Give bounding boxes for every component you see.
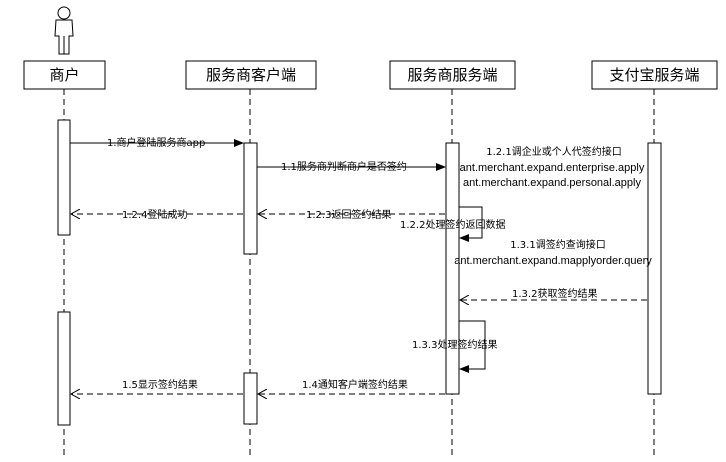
activation-alipay bbox=[647, 142, 662, 395]
person-icon bbox=[54, 6, 74, 55]
message-1-3-3-label: 1.3.3处理签约结果 bbox=[412, 338, 497, 351]
message-1-1: 1.1服务商判断商户是否签约 bbox=[257, 160, 446, 173]
activation-client-2 bbox=[243, 372, 258, 425]
message-1-2-1: 1.2.1调企业或个人代签约接口 ant.merchant.expand.ent… bbox=[460, 145, 645, 189]
message-1-2-2: 1.2.2处理签约返回数据 bbox=[400, 206, 505, 242]
message-1-3-1: 1.3.1调签约查询接口 ant.merchant.expand.mapplyo… bbox=[454, 238, 652, 267]
message-1-2-4-label: 1.2.4登陆成功 bbox=[122, 208, 187, 221]
message-1-2-1-label: 1.2.1调企业或个人代签约接口 bbox=[486, 145, 621, 158]
participant-alipay: 支付宝服务端 bbox=[591, 60, 718, 90]
participant-client: 服务商客户端 bbox=[185, 60, 317, 90]
message-1: 1.商户登陆服务商app bbox=[70, 136, 244, 149]
message-1-2-1-api-personal: ant.merchant.expand.personal.apply bbox=[463, 177, 641, 189]
message-1-2-4: 1.2.4登陆成功 bbox=[71, 208, 243, 221]
message-1-label: 1.商户登陆服务商app bbox=[107, 136, 205, 149]
message-1-3-1-api: ant.merchant.expand.mapplyorder.query bbox=[454, 255, 652, 267]
message-1-5: 1.5显示签约结果 bbox=[71, 378, 243, 394]
participant-merchant-label: 商户 bbox=[49, 66, 79, 84]
participant-alipay-label: 支付宝服务端 bbox=[609, 66, 699, 84]
message-1-2-2-label: 1.2.2处理签约返回数据 bbox=[400, 218, 505, 231]
participant-merchant: 商户 bbox=[23, 60, 106, 90]
message-1-3-1-label: 1.3.1调签约查询接口 bbox=[510, 238, 605, 251]
message-1-4-label: 1.4通知客户端签约结果 bbox=[302, 378, 408, 391]
message-1-2-3: 1.2.3返回签约结果 bbox=[258, 208, 445, 221]
message-1-2-3-label: 1.2.3返回签约结果 bbox=[306, 208, 391, 221]
activation-merchant-1 bbox=[57, 119, 71, 236]
message-1-3-2: 1.3.2获取签约结果 bbox=[460, 287, 647, 300]
activation-merchant-2 bbox=[57, 311, 71, 426]
message-1-4: 1.4通知客户端签约结果 bbox=[258, 378, 445, 394]
message-1-2-1-api-enterprise: ant.merchant.expand.enterprise.apply bbox=[460, 162, 645, 174]
message-1-5-label: 1.5显示签约结果 bbox=[122, 378, 198, 391]
message-1-1-label: 1.1服务商判断商户是否签约 bbox=[281, 160, 407, 173]
message-1-3-2-label: 1.3.2获取签约结果 bbox=[512, 287, 597, 300]
message-1-3-3: 1.3.3处理签约结果 bbox=[412, 320, 497, 373]
participant-server-label: 服务商服务端 bbox=[407, 66, 497, 84]
activation-server bbox=[445, 142, 460, 395]
participant-client-label: 服务商客户端 bbox=[206, 66, 296, 84]
participant-server: 服务商服务端 bbox=[389, 60, 516, 90]
activation-client-1 bbox=[243, 142, 258, 255]
